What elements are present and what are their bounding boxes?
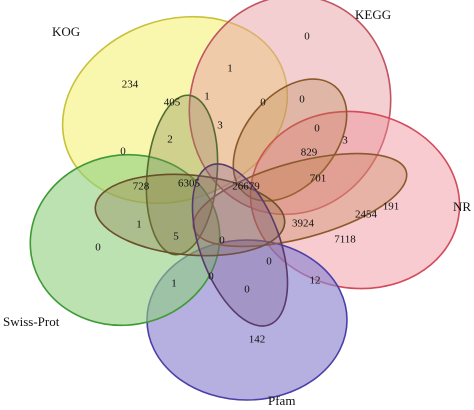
- region-0-e: 0: [219, 235, 225, 247]
- region-3-a: 3: [217, 120, 223, 132]
- region-0-h: 0: [244, 284, 250, 296]
- region-kegg-only: 0: [304, 31, 310, 43]
- region-701: 701: [310, 173, 327, 185]
- region-405: 405: [164, 97, 181, 109]
- region-0-g: 0: [208, 271, 214, 283]
- region-nr-only: 191: [383, 201, 400, 213]
- region-3-b: 3: [342, 135, 348, 147]
- region-26679: 26679: [232, 181, 260, 193]
- pfam-label: Pfam: [268, 393, 295, 408]
- set-labels: KOG KEGG NR Pfam Swiss-Prot: [3, 7, 471, 408]
- region-829: 829: [301, 147, 318, 159]
- region-0-c: 0: [120, 146, 126, 158]
- nr-set: [249, 110, 461, 290]
- region-12: 12: [310, 275, 321, 287]
- region-0-d: 0: [314, 123, 320, 135]
- region-kog-kegg: 1: [227, 63, 233, 75]
- region-1-c: 1: [171, 278, 177, 290]
- region-0-b: 0: [299, 94, 305, 106]
- region-pfam-only: 142: [249, 334, 266, 346]
- region-7118: 7118: [334, 234, 356, 246]
- region-2454: 2454: [355, 209, 378, 221]
- region-5: 5: [173, 231, 179, 243]
- region-swiss-only: 0: [95, 242, 101, 254]
- region-0-f: 0: [266, 256, 272, 268]
- nr-label: NR: [453, 199, 471, 214]
- kegg-set: [188, 0, 392, 216]
- kog-label: KOG: [52, 24, 80, 39]
- swiss-prot-label: Swiss-Prot: [3, 314, 60, 329]
- petal-lower: [191, 163, 289, 327]
- region-counts: 234 0 1 405 1 0 0 3 2 0 0 3 829 728 6305…: [95, 31, 399, 346]
- region-728: 728: [133, 181, 150, 193]
- region-1-a: 1: [204, 91, 210, 103]
- kegg-label: KEGG: [355, 7, 391, 22]
- set-blobs: [29, 0, 461, 401]
- petal-lower-left: [94, 173, 286, 257]
- region-1-b: 1: [136, 219, 142, 231]
- region-3924: 3924: [292, 218, 315, 230]
- region-kog-only: 234: [122, 79, 139, 91]
- region-6305: 6305: [178, 178, 201, 190]
- petal-upper-right: [232, 78, 348, 202]
- region-0-a: 0: [260, 97, 266, 109]
- region-2: 2: [167, 134, 173, 146]
